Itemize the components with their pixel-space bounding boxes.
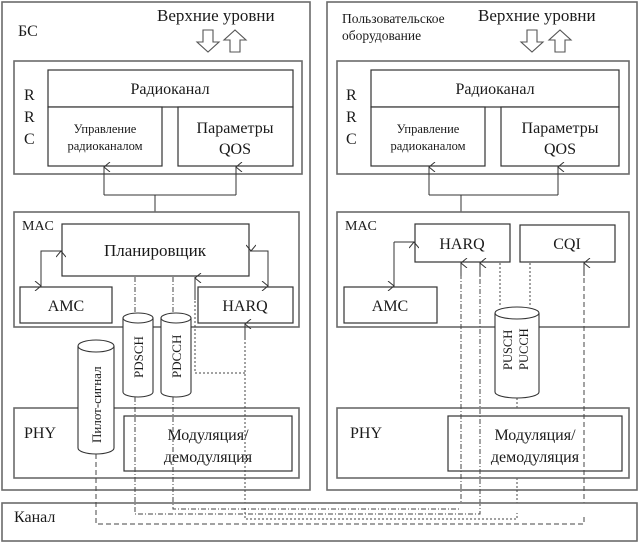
ue-rrc-label-r1: R: [346, 87, 357, 104]
ue-amc-box: [343, 286, 438, 324]
up-arrow-icon: [547, 29, 573, 53]
bs-radio-control-line2: радиоканалом: [67, 139, 142, 153]
ue-modulation-box: [447, 415, 623, 472]
bs-harq-box: [197, 286, 294, 324]
pusch-label: PUSCH: [501, 330, 515, 370]
bs-upper-levels-label: Верхние уровни: [157, 6, 275, 25]
pucch-label: PUCCH: [517, 328, 531, 370]
pdsch-channel-cylinder: PDSCH: [122, 312, 154, 398]
bs-rrc-mac-connector: [103, 168, 237, 224]
pdsch-channel-route: [134, 397, 481, 515]
down-arrow-icon: [519, 29, 545, 53]
ue-amc-label: AMC: [372, 298, 408, 315]
ue-qos-line1: Параметры: [522, 120, 599, 137]
ue-harq-label: HARQ: [439, 236, 485, 253]
user-equipment-panel: Пользовательское оборудование Верхние ур…: [326, 1, 638, 515]
bs-scheduler-label: Планировщик: [104, 241, 207, 260]
ue-rrc-label-c: C: [346, 131, 357, 148]
ue-radio-control-line2: радиоканалом: [390, 139, 465, 153]
ue-rrc-label-r2: R: [346, 109, 357, 126]
bs-radio-control-line1: Управление: [74, 122, 137, 136]
pdsch-label: PDSCH: [131, 336, 146, 378]
channel-panel: Канал: [1, 502, 638, 542]
bs-radiochannel-label: Радиоканал: [130, 81, 209, 98]
ue-upper-levels-label: Верхние уровни: [478, 6, 596, 25]
harq-feedback-channel-route: [244, 508, 518, 520]
bs-modulation-line2: демодуляция: [164, 449, 253, 466]
bs-rrc-label-r2: R: [24, 109, 35, 126]
bs-amc-box: [19, 286, 113, 324]
bs-harq-label: HARQ: [222, 298, 268, 315]
pdcch-channel-cylinder: PDCCH: [160, 312, 192, 398]
ue-mac-label: MAC: [345, 219, 377, 234]
bs-title: БС: [18, 23, 38, 40]
bs-radiochannel-box: [47, 69, 294, 108]
ue-radio-control-box: [370, 106, 486, 167]
ue-modulation-line2: демодуляция: [491, 449, 580, 466]
bs-phy-label: PHY: [24, 425, 56, 442]
base-station-panel: БС Верхние уровни R R C Радиоканал Управ…: [1, 1, 311, 508]
bs-modulation-line1: Модуляция/: [167, 427, 249, 444]
bs-modulation-box: [123, 415, 293, 472]
bs-mac-label: MAC: [22, 219, 54, 234]
ue-title-line1: Пользовательское: [342, 11, 445, 26]
ue-phy-label: PHY: [350, 425, 382, 442]
up-arrow-icon: [222, 29, 248, 53]
bs-scheduler-box: [61, 223, 250, 277]
ue-title-line2: оборудование: [342, 28, 421, 43]
bs-radio-control-box: [47, 106, 163, 167]
ue-radiochannel-label: Радиоканал: [455, 81, 534, 98]
ue-qos-box: [500, 106, 620, 167]
bs-qos-line1: Параметры: [197, 120, 274, 137]
ue-radio-control-line1: Управление: [397, 122, 460, 136]
bs-qos-box: [177, 106, 294, 167]
bs-qos-line2: QOS: [219, 141, 251, 158]
pusch-pucch-channel-cylinder: PUSCH PUCCH: [494, 306, 540, 399]
pilot-signal-cylinder: Пилот-сигнал: [77, 339, 115, 455]
bs-rrc-label-r1: R: [24, 87, 35, 104]
channel-box: [1, 502, 638, 542]
down-arrow-icon: [195, 29, 221, 53]
bs-rrc-label-c: C: [24, 131, 35, 148]
pdcch-channel-route: [172, 397, 461, 510]
channel-label: Канал: [14, 509, 55, 526]
ue-modulation-line1: Модуляция/: [494, 427, 576, 444]
pilot-signal-label: Пилот-сигнал: [89, 366, 104, 443]
bs-scheduler-feedback-link: [194, 277, 245, 374]
ue-cqi-box: [519, 224, 616, 263]
bs-amc-label: AMC: [48, 298, 84, 315]
ue-qos-line2: QOS: [544, 141, 576, 158]
pdcch-label: PDCCH: [169, 335, 184, 378]
pilot-channel-route: [95, 454, 585, 525]
ue-radiochannel-box: [370, 69, 620, 108]
ue-cqi-label: CQI: [553, 236, 581, 253]
